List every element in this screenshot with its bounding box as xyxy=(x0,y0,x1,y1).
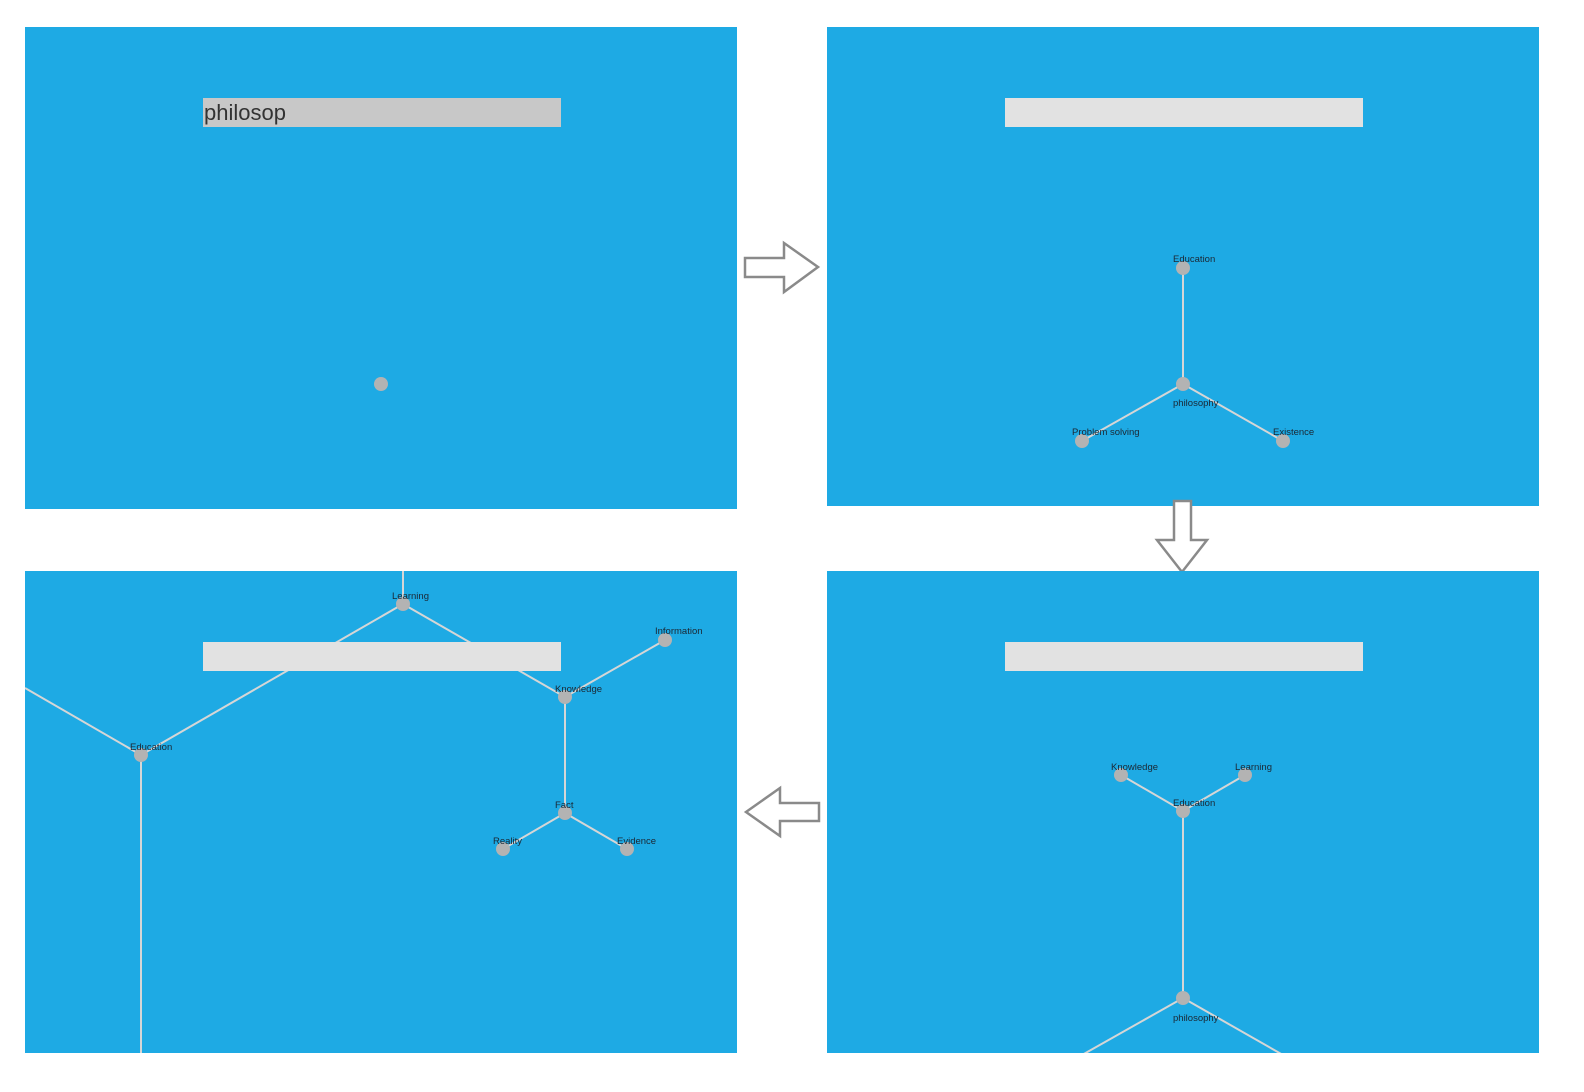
graph-node[interactable] xyxy=(374,377,388,391)
graph-node-knowledge[interactable] xyxy=(558,690,572,704)
node-label-information: Information xyxy=(655,626,703,637)
graph-node-information[interactable] xyxy=(658,633,672,647)
node-label-knowledge: Knowledge xyxy=(1111,762,1158,773)
node-label-learning: Learning xyxy=(1235,762,1272,773)
graph-node-education[interactable] xyxy=(134,748,148,762)
node-label-evidence: Evidence xyxy=(617,836,656,847)
node-label-education: Education xyxy=(1173,798,1215,809)
graph-node-learning[interactable] xyxy=(1238,768,1252,782)
search-input[interactable] xyxy=(1005,642,1363,671)
panel-step-4: Learning Information Knowledge Education… xyxy=(25,571,737,1053)
left-arrow-icon xyxy=(743,785,821,839)
node-label-problem-solving: Problem solving xyxy=(1072,427,1140,438)
graph-node-education[interactable] xyxy=(1176,804,1190,818)
node-label-existence: Existence xyxy=(1273,427,1314,438)
graph-node-problem-solving[interactable] xyxy=(1075,434,1089,448)
graph-node-education[interactable] xyxy=(1176,261,1190,275)
node-label-fact: Fact xyxy=(555,800,574,811)
node-label-philosophy: philosophy xyxy=(1173,1013,1219,1024)
panel-step-3: Knowledge Learning Education philosophy xyxy=(827,571,1539,1053)
search-input[interactable] xyxy=(203,642,561,671)
node-label-education: Education xyxy=(1173,254,1215,265)
graph-node-philosophy[interactable] xyxy=(1176,377,1190,391)
graph-node-philosophy[interactable] xyxy=(1176,991,1190,1005)
graph-node-fact[interactable] xyxy=(558,806,572,820)
down-arrow-icon xyxy=(1154,499,1210,575)
search-input[interactable] xyxy=(1005,98,1363,127)
graph-canvas: Learning Information Knowledge Education… xyxy=(130,591,703,856)
graph-canvas xyxy=(374,377,388,391)
panel-step-2: Education philosophy Problem solving Exi… xyxy=(827,27,1539,506)
search-input[interactable] xyxy=(203,98,561,127)
graph-node-learning[interactable] xyxy=(396,597,410,611)
graph-canvas: Knowledge Learning Education philosophy xyxy=(1083,762,1282,1053)
right-arrow-icon xyxy=(743,240,821,295)
node-label-reality: Reality xyxy=(493,836,522,847)
node-label-learning: Learning xyxy=(392,591,429,602)
node-label-philosophy: philosophy xyxy=(1173,398,1219,409)
graph-canvas: Education philosophy Problem solving Exi… xyxy=(1072,254,1314,448)
graph-node-knowledge[interactable] xyxy=(1114,768,1128,782)
graph-node-reality[interactable] xyxy=(496,842,510,856)
graph-node-existence[interactable] xyxy=(1276,434,1290,448)
graph-node-evidence[interactable] xyxy=(620,842,634,856)
node-label-education: Education xyxy=(130,742,172,753)
node-label-knowledge: Knowledge xyxy=(555,684,602,695)
panel-step-1 xyxy=(25,27,737,509)
